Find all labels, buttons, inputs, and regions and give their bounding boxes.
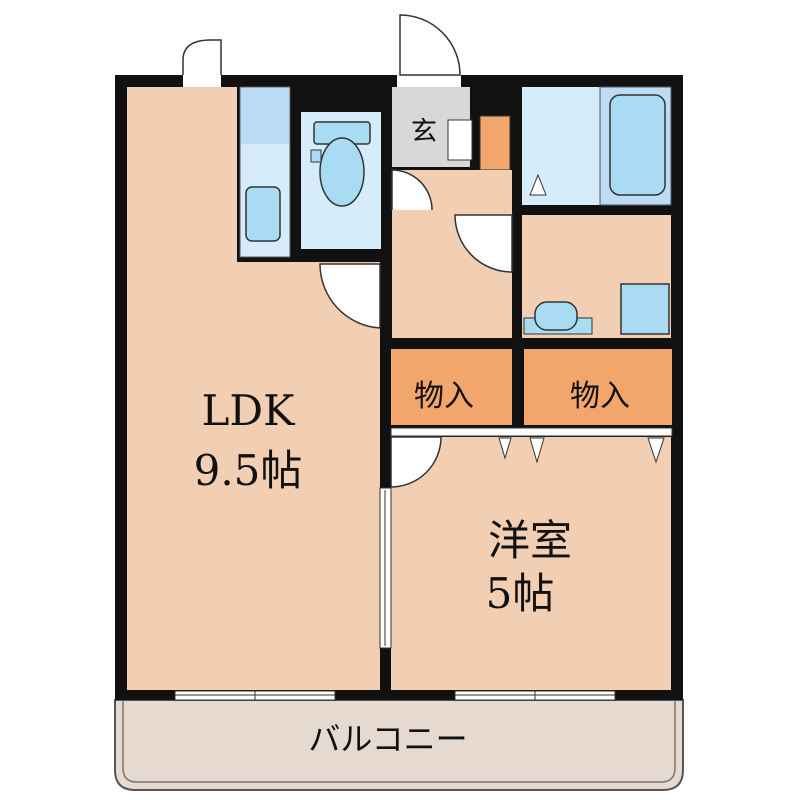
closet-right-label: 物入 — [570, 379, 630, 414]
closet-left-label: 物入 — [414, 379, 474, 414]
door-swing-icon — [390, 436, 442, 488]
door-swing-icon — [454, 214, 513, 273]
western-room-size: 5帖 — [486, 569, 555, 618]
balcony-door-top — [183, 73, 221, 87]
western-room-name: 洋室 — [488, 516, 572, 565]
ldk-name: LDK — [202, 386, 297, 435]
door-swing-icon — [391, 169, 433, 211]
closet-left — [391, 349, 512, 425]
entrance-label: 玄 — [411, 117, 437, 147]
door-swing-icon — [447, 119, 473, 161]
western-room-floor — [391, 437, 671, 690]
kitchen-counter-top — [241, 88, 289, 144]
ldk-floor — [127, 87, 380, 690]
closet-right — [524, 349, 672, 425]
door-swing-icon — [319, 263, 381, 329]
balcony — [114, 699, 684, 791]
front-door-opening — [397, 73, 461, 87]
washbasin-icon — [534, 301, 578, 331]
door-swing-icon — [182, 39, 222, 75]
ldk-size: 9.5帖 — [194, 446, 303, 495]
bathtub-icon — [609, 94, 666, 196]
shoe-box — [479, 115, 511, 171]
sink-icon — [245, 186, 281, 242]
washer-icon — [620, 283, 670, 335]
balcony-label: バルコニー — [308, 720, 467, 758]
closet-door-marker — [498, 437, 512, 460]
toilet-paper-icon — [310, 149, 322, 163]
door-swing-icon — [399, 14, 461, 76]
toilet-bowl-icon — [319, 137, 365, 207]
bathroom-door-marker — [529, 173, 547, 196]
closet-door-marker — [529, 437, 545, 464]
closet-door-strip — [390, 427, 673, 437]
closet-door-marker — [647, 437, 665, 464]
